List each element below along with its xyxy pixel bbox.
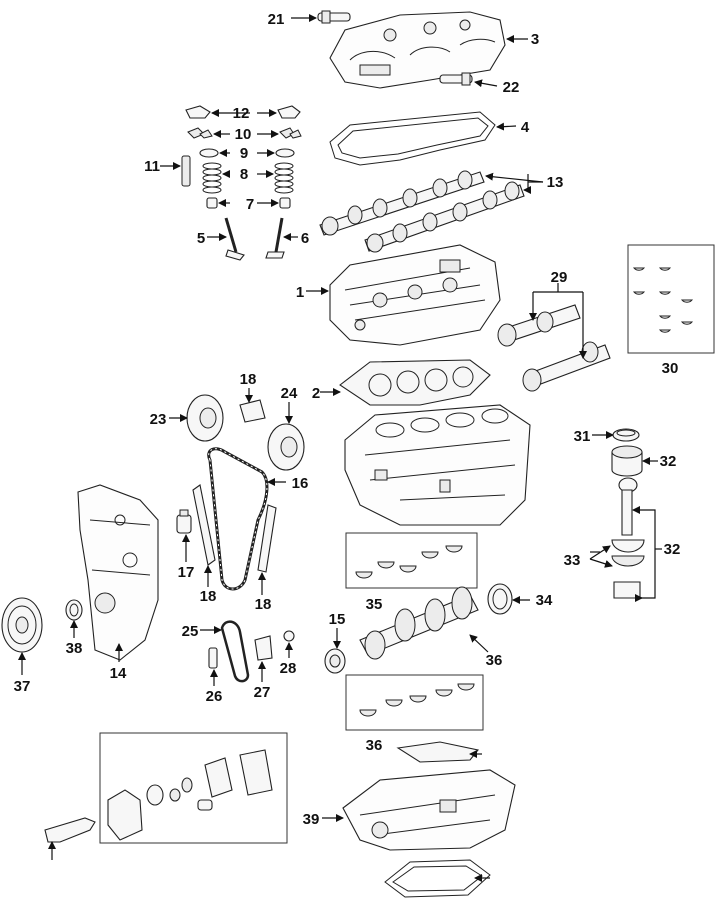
callout-labels: 21 3 22 4 12 10 9 11 8 7 5 6 13 1 29 30 …	[14, 11, 681, 828]
callout-17: 17	[178, 564, 195, 581]
oil-pump-kit-box	[99, 732, 288, 844]
timing-chain-part	[207, 447, 269, 591]
oil-pump-chain	[220, 620, 250, 683]
callout-34: 37	[14, 678, 31, 695]
cam-sprocket-left	[186, 394, 224, 442]
oil-baffle-part	[396, 741, 479, 763]
head-gasket-part	[339, 359, 491, 406]
oil-pan-part	[342, 769, 516, 851]
callout-3: 3	[531, 31, 539, 48]
front-seal-part	[65, 599, 83, 621]
oil-pickup-tube	[44, 817, 96, 843]
guide-bracket-top	[239, 399, 266, 423]
callout-26: 30	[662, 360, 679, 377]
rear-seal-part	[487, 583, 513, 615]
chain-guide-left	[192, 484, 216, 566]
leader-lines	[18, 14, 662, 882]
callout-9: 9	[240, 145, 248, 162]
callout-22: 26	[206, 688, 223, 705]
callout-29: 32	[664, 541, 681, 558]
main-bearing-box-bottom	[345, 674, 484, 731]
callout-21: 25	[182, 623, 199, 640]
callout-32-top: 35	[366, 596, 383, 613]
callout-23: 27	[254, 684, 271, 701]
callout-5: 5	[197, 230, 205, 247]
callout-12: 12	[233, 105, 250, 122]
spark-plug-top	[317, 10, 351, 24]
callout-33: 36	[486, 652, 503, 669]
callout-10: 10	[235, 126, 252, 143]
callout-16: 16	[292, 475, 309, 492]
callout-18-right: 18	[255, 596, 272, 613]
callout-14: 14	[110, 665, 127, 682]
bearing-kit-26	[627, 244, 715, 354]
valve-cover-gasket	[329, 111, 496, 166]
callout-6: 6	[301, 230, 309, 247]
callout-7: 7	[246, 196, 254, 213]
valves-part	[224, 217, 285, 261]
callout-8: 8	[240, 166, 248, 183]
oil-pan-gasket-part	[384, 859, 491, 898]
crank-sprocket-part	[324, 648, 346, 674]
camshafts-part	[319, 170, 525, 253]
crankshaft-part	[359, 586, 479, 660]
connecting-rod-part	[611, 477, 645, 599]
callout-32-bottom: 36	[366, 737, 383, 754]
timing-cover-part	[77, 484, 159, 661]
callout-25: 29	[551, 269, 568, 286]
callout-30: 33	[564, 552, 581, 569]
callout-18-top: 18	[240, 371, 257, 388]
piston-part	[611, 428, 643, 477]
callout-2: 2	[312, 385, 320, 402]
main-bearing-box-top	[345, 532, 478, 589]
callout-4: 4	[521, 119, 530, 136]
valvetrain-small-parts	[181, 105, 302, 209]
crank-pulley-part	[1, 597, 43, 653]
callout-20-right: 24	[281, 385, 298, 402]
callout-11: 11	[144, 158, 160, 175]
callout-1: 1	[296, 284, 304, 301]
callout-36-pan: 39	[303, 811, 320, 828]
spark-plug-bottom	[439, 72, 473, 86]
callout-15: 15	[329, 611, 346, 628]
callout-35: 38	[66, 640, 83, 657]
callout-31: 34	[536, 592, 553, 609]
chain-tensioner-part	[176, 509, 192, 534]
callout-28: 32	[660, 453, 677, 470]
valve-cover-part	[329, 11, 506, 89]
cam-sprocket-right	[267, 423, 305, 471]
callout-20-left: 23	[150, 411, 167, 428]
chain-guide-right	[257, 504, 277, 573]
cam-phaser-assembly	[497, 304, 611, 392]
callout-24: 28	[280, 660, 297, 677]
oil-pump-small-parts	[208, 630, 295, 669]
callout-19-bottom: 22	[503, 79, 520, 96]
cylinder-head-part	[329, 244, 501, 346]
callout-27: 31	[574, 428, 591, 445]
engine-block-part	[344, 404, 531, 526]
callout-19-top: 21	[268, 11, 285, 28]
callout-13: 13	[547, 174, 564, 191]
callout-18-left: 18	[200, 588, 217, 605]
